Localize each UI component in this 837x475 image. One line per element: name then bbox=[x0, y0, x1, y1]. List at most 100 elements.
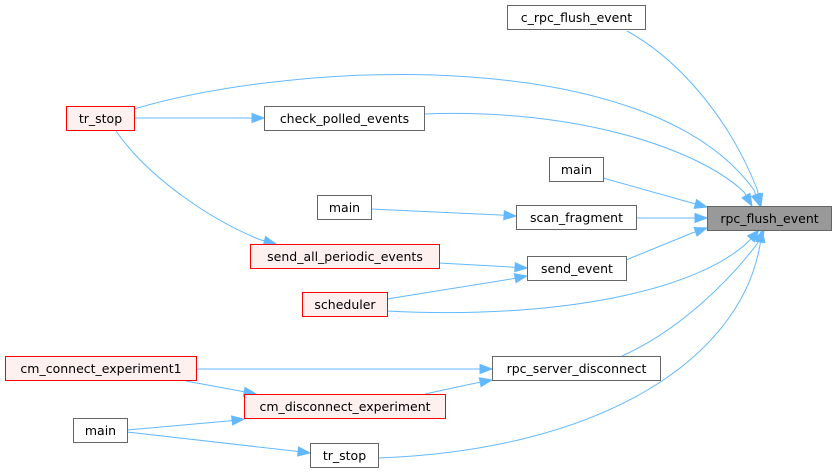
node-box[interactable] bbox=[244, 394, 446, 419]
edge-line bbox=[423, 112, 745, 193]
node-cm-connect-experiment1[interactable]: cm_connect_experiment1 bbox=[5, 356, 197, 381]
edge-line-end bbox=[260, 239, 265, 242]
arrowhead-icon bbox=[693, 226, 709, 237]
node-label: tr_stop bbox=[323, 448, 366, 463]
node-box[interactable] bbox=[527, 256, 627, 281]
edge-tr_stop_top-to-send_all_periodic_events bbox=[115, 130, 278, 246]
node-main-2[interactable]: main bbox=[317, 195, 372, 220]
edge-line bbox=[126, 431, 295, 452]
edge-tr_stop_top-to-rpc_flush_event bbox=[133, 74, 761, 208]
node-label: main bbox=[329, 200, 360, 215]
arrowhead-icon bbox=[296, 446, 312, 457]
arrowhead-icon bbox=[514, 262, 529, 273]
edge-line bbox=[602, 177, 693, 204]
node-main-1[interactable]: main bbox=[549, 157, 604, 182]
edge-line bbox=[625, 232, 693, 261]
edge-line bbox=[386, 239, 751, 314]
arrowhead-icon bbox=[262, 235, 278, 246]
edge-line bbox=[185, 380, 241, 392]
arrowhead-icon bbox=[750, 192, 761, 208]
node-box[interactable] bbox=[310, 443, 379, 468]
edge-c_rpc_flush_event-to-rpc_flush_event bbox=[626, 30, 764, 208]
edge-line bbox=[386, 278, 512, 300]
edge-line bbox=[133, 74, 755, 191]
node-box[interactable] bbox=[507, 5, 646, 30]
edge-line bbox=[126, 420, 229, 431]
node-tr-stop-top[interactable]: tr_stop bbox=[66, 106, 135, 131]
node-box[interactable] bbox=[250, 244, 440, 269]
node-box[interactable] bbox=[264, 106, 425, 131]
node-box[interactable] bbox=[317, 195, 372, 220]
edge-line-end bbox=[227, 419, 233, 422]
edge-line bbox=[424, 382, 477, 395]
node-label: check_polled_events bbox=[280, 111, 409, 126]
node-box[interactable] bbox=[707, 206, 832, 231]
edge-main_3-to-tr_stop_bottom bbox=[126, 431, 312, 457]
node-c-rpc-flush-event[interactable]: c_rpc_flush_event bbox=[507, 5, 646, 30]
arrowhead-icon bbox=[503, 210, 518, 221]
edge-line bbox=[115, 130, 262, 241]
node-label: c_rpc_flush_event bbox=[521, 10, 633, 25]
arrowhead-icon bbox=[755, 228, 766, 244]
node-box[interactable] bbox=[549, 157, 604, 182]
edge-scan_fragment-to-rpc_flush_event bbox=[636, 212, 709, 224]
node-box[interactable] bbox=[73, 418, 128, 443]
edge-cm_connect_experiment1-to-rpc_server_disconnect bbox=[196, 363, 494, 375]
edge-rpc_server_disconnect-to-rpc_flush_event bbox=[621, 228, 765, 357]
arrowhead-icon bbox=[478, 377, 494, 388]
node-box[interactable] bbox=[492, 356, 661, 381]
node-label: main bbox=[561, 162, 592, 177]
node-scan-fragment[interactable]: scan_fragment bbox=[516, 205, 637, 230]
edge-scheduler-to-rpc_flush_event bbox=[386, 228, 760, 314]
node-label: main bbox=[85, 423, 116, 438]
node-send-all-periodic-events[interactable]: send_all_periodic_events bbox=[250, 244, 440, 269]
edge-line bbox=[377, 244, 761, 459]
node-rpc-flush-event[interactable]: rpc_flush_event bbox=[707, 206, 832, 231]
edge-send_event-to-rpc_flush_event bbox=[625, 226, 709, 261]
edge-line-end bbox=[239, 390, 245, 393]
edge-tr_stop_top-to-check_polled_events bbox=[134, 112, 266, 124]
arrowhead-icon bbox=[694, 212, 709, 224]
edge-tr_stop_bottom-to-rpc_flush_event bbox=[377, 228, 766, 459]
edge-check_polled_events-to-rpc_flush_event bbox=[423, 112, 753, 208]
node-label: rpc_server_disconnect bbox=[507, 361, 647, 376]
edge-line-end bbox=[691, 231, 696, 234]
node-label: cm_disconnect_experiment bbox=[259, 399, 430, 414]
node-label: rpc_flush_event bbox=[720, 211, 818, 226]
edge-send_all_periodic_events-to-send_event bbox=[438, 262, 529, 273]
edge-line-end bbox=[753, 189, 757, 195]
node-label: send_all_periodic_events bbox=[267, 249, 423, 264]
arrowhead-icon bbox=[513, 273, 529, 284]
edge-scheduler-to-send_event bbox=[386, 273, 529, 300]
node-check-polled-events[interactable]: check_polled_events bbox=[264, 106, 425, 131]
edge-line bbox=[621, 243, 758, 357]
node-label: cm_connect_experiment1 bbox=[20, 361, 181, 376]
node-cm-disconnect-experiment[interactable]: cm_disconnect_experiment bbox=[244, 394, 446, 419]
node-send-event[interactable]: send_event bbox=[527, 256, 627, 281]
node-tr-stop-bottom[interactable]: tr_stop bbox=[310, 443, 379, 468]
edge-line bbox=[438, 262, 512, 268]
arrowhead-icon bbox=[479, 363, 494, 375]
edge-line-end bbox=[475, 381, 481, 384]
arrowhead-icon bbox=[741, 192, 753, 208]
node-box[interactable] bbox=[66, 106, 135, 131]
node-box[interactable] bbox=[302, 292, 388, 317]
node-label: tr_stop bbox=[79, 111, 122, 126]
node-rpc-server-disconnect[interactable]: rpc_server_disconnect bbox=[492, 356, 661, 381]
node-main-3[interactable]: main bbox=[73, 418, 128, 443]
edge-line-end bbox=[510, 277, 516, 280]
edge-main_3-to-cm_disconnect_experiment bbox=[126, 415, 246, 431]
edge-line-end bbox=[293, 450, 299, 453]
node-scheduler[interactable]: scheduler bbox=[302, 292, 388, 317]
node-box[interactable] bbox=[5, 356, 197, 381]
arrowhead-icon bbox=[230, 415, 246, 426]
edge-main_2-to-scan_fragment bbox=[370, 208, 518, 221]
edge-line-end bbox=[743, 191, 747, 196]
arrowhead-icon bbox=[746, 228, 760, 243]
arrowhead-icon bbox=[693, 198, 709, 209]
node-label: send_event bbox=[541, 261, 613, 276]
node-label: scan_fragment bbox=[530, 210, 623, 225]
node-box[interactable] bbox=[516, 205, 637, 230]
